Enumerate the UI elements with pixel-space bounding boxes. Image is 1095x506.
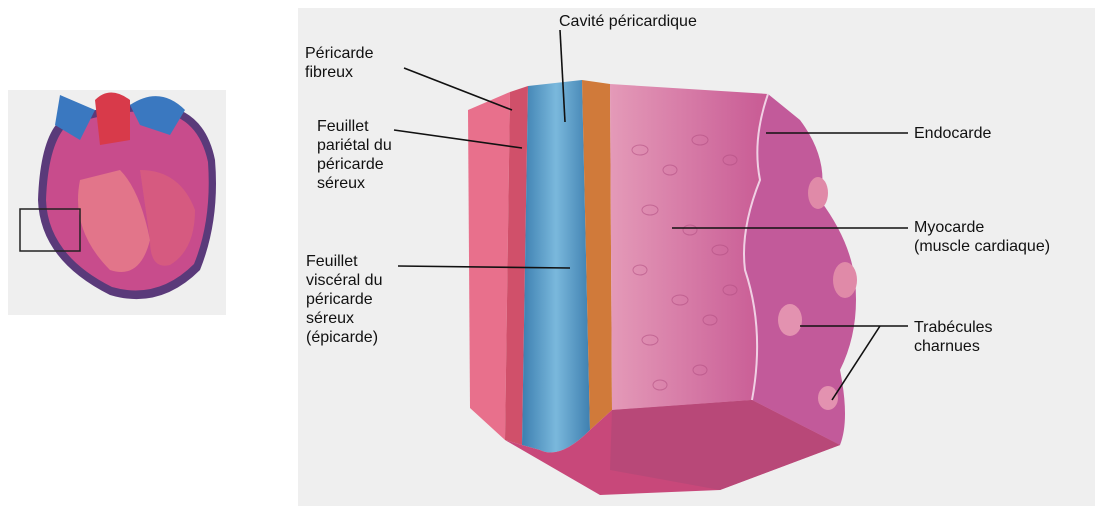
label-parietal-layer: Feuillet pariétal du péricarde séreux — [317, 117, 392, 193]
label-endocardium: Endocarde — [914, 124, 991, 143]
label-pericardial-cavity: Cavité péricardique — [559, 12, 697, 31]
heart-thumbnail — [8, 90, 226, 315]
label-fibrous-pericardium: Péricarde fibreux — [305, 44, 373, 82]
label-visceral-layer: Feuillet viscéral du péricarde séreux (é… — [306, 252, 382, 347]
label-trabeculae: Trabécules charnues — [914, 318, 993, 356]
label-myocardium: Myocarde (muscle cardiaque) — [914, 218, 1050, 256]
